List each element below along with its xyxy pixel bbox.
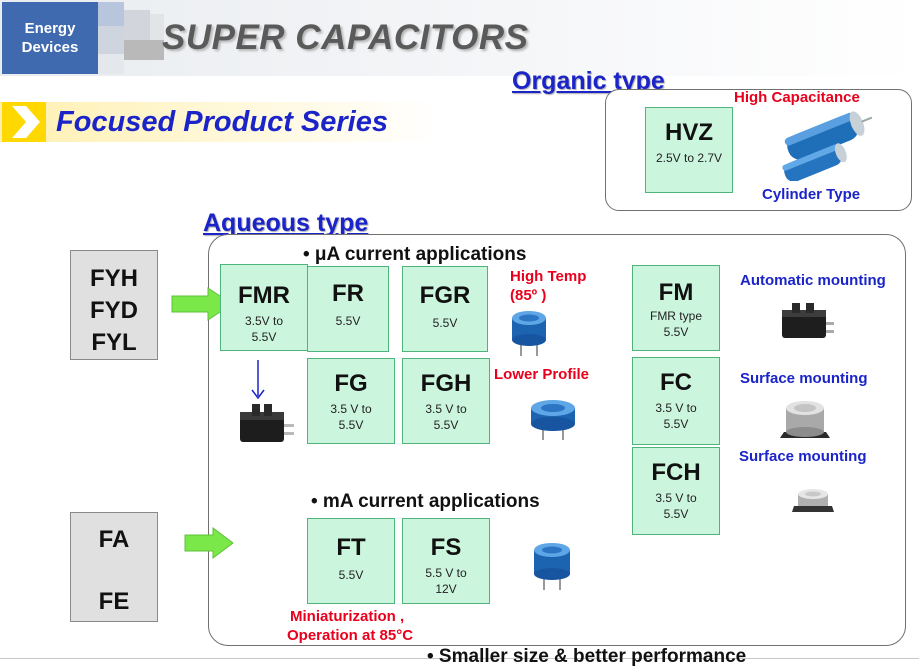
note-cylinder-type: Cylinder Type [762,186,861,203]
product-fmr-spec1: 3.5V to [244,314,284,328]
product-fch-name: FCH [651,459,701,486]
product-fg-name: FG [334,370,368,397]
product-fc-name: FC [660,369,692,396]
product-fm-name: FM [658,279,694,306]
note-automatic-mounting: Automatic mounting [740,272,886,289]
product-fmr-spec2: 5.5V [251,330,277,344]
page-title: SUPER CAPACITORS [162,18,529,57]
legacy-fyh: FYH [90,265,138,292]
footer-divider [0,658,919,659]
product-fgr: FGR 5.5V [402,266,488,352]
legacy-series-bottom: FA FE [70,512,158,622]
aqueous-type-heading: Aqueous type [203,209,369,237]
product-fgh-spec2: 5.5V [433,418,459,432]
coin-capacitor-icon-high-temp [512,311,546,356]
note-high-temp-value: (85º ) [510,287,547,304]
legacy-fyl: FYL [91,329,137,356]
product-fg: FG 3.5 V to 5.5V [307,358,395,444]
product-fch-spec2: 5.5V [663,507,689,521]
product-fs-name: FS [430,534,462,561]
product-fs-spec2: 12V [435,582,457,596]
chip-module-icon [240,404,294,442]
product-hvz: HVZ 2.5V to 2.7V [645,107,733,193]
product-ft-name: FT [336,534,366,561]
ma-applications-label: • mA current applications [311,491,540,512]
product-fm: FM FMR type 5.5V [632,265,720,351]
product-fgh: FGH 3.5 V to 5.5V [402,358,490,444]
legacy-series-top: FYH FYD FYL [70,250,158,360]
product-fc: FC 3.5 V to 5.5V [632,357,720,445]
product-fc-spec2: 5.5V [663,417,689,431]
note-surface-mounting-2: Surface mounting [739,448,867,465]
smd-can-capacitor-icon-small [792,489,834,512]
header-tag-line1: Energy [24,20,76,37]
product-fmr-name: FMR [238,282,290,309]
section-title-band [0,102,440,142]
cylinder-capacitor-icon [782,111,873,181]
coin-capacitor-icon-ft [534,543,570,590]
arrow-down-icon [251,360,265,400]
product-fch-spec1: 3.5 V to [655,491,697,505]
note-operation-85c: Operation at 85°C [287,627,414,644]
section-title: Focused Product Series [56,106,388,138]
chevron-right-icon [2,102,46,142]
smd-can-capacitor-icon-large [780,401,830,438]
smd-module-icon [782,303,834,338]
product-fc-spec1: 3.5 V to [655,401,697,415]
product-fch: FCH 3.5 V to 5.5V [632,447,720,535]
note-surface-mounting-1: Surface mounting [740,370,868,387]
legacy-fe: FE [98,588,130,615]
product-fmr: FMR 3.5V to 5.5V [220,264,308,351]
header-tag: Energy Devices [2,2,98,74]
product-hvz-name: HVZ [665,119,713,146]
legacy-fa: FA [98,526,130,553]
product-fg-spec1: 3.5 V to [330,402,372,416]
product-ft-spec1: 5.5V [338,568,364,582]
product-fm-spec2: 5.5V [663,325,689,339]
footer-note: • Smaller size & better performance [427,646,747,667]
product-fm-spec1: FMR type [649,309,702,323]
product-fs: FS 5.5 V to 12V [402,518,490,604]
coin-capacitor-icon-low-profile [531,400,575,440]
product-fr-spec1: 5.5V [335,314,361,328]
note-miniaturization: Miniaturization , [290,608,405,625]
note-high-capacitance: High Capacitance [734,89,860,106]
product-fs-spec1: 5.5 V to [425,566,467,580]
product-fgh-spec1: 3.5 V to [425,402,467,416]
product-fr: FR 5.5V [307,266,389,352]
product-fgh-name: FGH [420,370,472,397]
ua-applications-label: • μA current applications [303,244,527,265]
product-fr-name: FR [332,280,364,307]
arrow-right-icon-bottom [184,527,234,559]
product-fg-spec2: 5.5V [338,418,364,432]
product-ft: FT 5.5V [307,518,395,604]
note-lower-profile: Lower Profile [494,366,590,383]
product-fgr-name: FGR [419,282,471,309]
product-hvz-spec: 2.5V to 2.7V [655,151,723,165]
legacy-fyd: FYD [90,297,138,324]
header-tag-line2: Devices [21,39,79,56]
product-fgr-spec1: 5.5V [432,316,458,330]
note-high-temp: High Temp [510,268,587,285]
